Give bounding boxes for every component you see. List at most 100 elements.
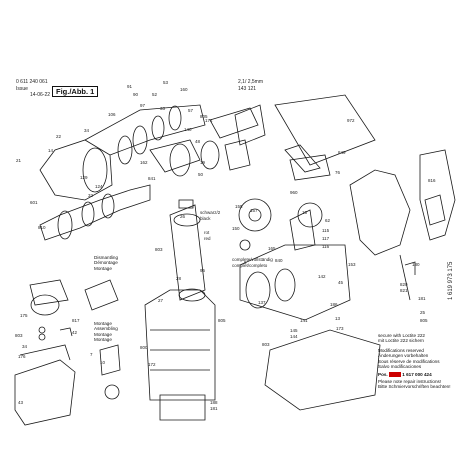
motor-cover-icon [264, 329, 381, 411]
part-820: 820 [400, 282, 408, 287]
part-803: 803 [155, 247, 163, 252]
part-124: 124 [95, 184, 103, 189]
part-97: 97 [140, 103, 146, 108]
part-15: 15 [302, 210, 308, 215]
bearing-icon [149, 139, 201, 173]
label-rot: rot [204, 230, 210, 235]
part-21: 21 [16, 158, 22, 163]
part-90: 90 [133, 92, 139, 97]
part-53: 53 [163, 80, 169, 85]
part-180: 180 [412, 262, 420, 267]
part-849: 849 [338, 150, 346, 155]
motor-housing-icon [144, 289, 216, 401]
part-803c: 803 [262, 342, 270, 347]
part-176: 176 [18, 354, 26, 359]
part-26: 26 [180, 214, 186, 219]
repair-note: Please note repair instructions! Bitte S… [378, 379, 451, 390]
part-28: 28 [176, 276, 182, 281]
part-960: 960 [290, 190, 298, 195]
part-9: 9 [244, 260, 247, 265]
part-62: 62 [325, 218, 331, 223]
spindle-sleeve-icon [84, 104, 206, 156]
part-817: 817 [72, 318, 80, 323]
part-116: 116 [322, 244, 330, 249]
part-821: 821 [400, 288, 408, 293]
part-841: 841 [148, 176, 156, 181]
part-157: 157 [250, 208, 258, 213]
label-complete: complete/vollständig [232, 257, 273, 262]
part-155: 155 [235, 204, 243, 209]
issue-label: Issue [16, 86, 28, 92]
part-142: 142 [318, 274, 326, 279]
part-137: 137 [258, 300, 266, 305]
part-162: 162 [140, 160, 148, 165]
part-160: 160 [180, 87, 188, 92]
red-marker-icon [388, 372, 401, 378]
part-144: 144 [290, 334, 298, 339]
part-805b: 805 [218, 318, 226, 323]
part-171: 171 [205, 118, 213, 123]
part-810: 810 [38, 225, 46, 230]
part-10: 10 [100, 360, 106, 365]
part-7: 7 [90, 352, 93, 357]
shaft-icon [209, 107, 259, 139]
tool-holder-icon [39, 139, 113, 201]
part-172: 172 [148, 362, 156, 367]
part-145: 145 [290, 328, 298, 333]
part-181b: 181 [210, 406, 218, 411]
part-816: 816 [428, 178, 436, 183]
part-141: 141 [300, 318, 308, 323]
part-48: 48 [195, 139, 201, 144]
part-52: 52 [152, 92, 158, 97]
part-601: 601 [30, 200, 38, 205]
part-805: 805 [200, 114, 208, 119]
part-33: 33 [160, 106, 166, 111]
part-115: 115 [322, 228, 330, 233]
part-19: 19 [200, 160, 206, 165]
spec-line-2: 143 121 [238, 86, 257, 92]
label-black: black [200, 216, 211, 221]
part-42: 42 [72, 330, 78, 335]
part-number: 0 611 240 061 [16, 79, 48, 85]
spec-line-1: 2,1/ 2,5mm [238, 79, 264, 85]
part-34: 34 [84, 128, 90, 133]
label-complet: complet/completo [232, 263, 268, 268]
part-117: 117 [322, 236, 330, 241]
part-972: 972 [347, 118, 355, 123]
part-803b: 803 [15, 333, 23, 338]
part-50: 50 [198, 172, 204, 177]
part-800: 800 [140, 345, 148, 350]
part-14: 14 [48, 148, 54, 153]
switch-icon [29, 279, 69, 306]
rear-handle-icon [349, 169, 411, 256]
part-45: 45 [338, 280, 344, 285]
part-76: 76 [335, 170, 341, 175]
part-91: 91 [127, 84, 133, 89]
dismantle-instructions: Dismantling Démontage Montage [94, 255, 118, 271]
figure-label: Fig./Abb. 1 [52, 86, 99, 97]
part-95: 95 [200, 268, 206, 273]
part-140: 140 [184, 127, 192, 132]
pos-note: Pos. 1 617 000 424 [378, 372, 432, 378]
label-red: red [204, 236, 211, 241]
gear-icon [238, 198, 272, 232]
part-129: 129 [80, 175, 88, 180]
loctite-note: secure with Loctite 222 mit Loctite 222 … [378, 333, 425, 344]
part-43: 43 [18, 400, 24, 405]
part-165: 165 [268, 246, 276, 251]
handle-base-icon [14, 359, 76, 426]
label-schwarz: schwarz/2 [200, 210, 221, 215]
part-186: 186 [330, 302, 338, 307]
part-22: 22 [56, 134, 62, 139]
part-150: 150 [232, 226, 240, 231]
part-181: 181 [418, 296, 426, 301]
assemble-instructions: Montage Assembling Montage Montage [94, 321, 118, 343]
part-175: 175 [20, 313, 28, 318]
part-106: 106 [108, 112, 116, 117]
part-27: 27 [158, 298, 164, 303]
part-188: 188 [210, 400, 218, 405]
part-153: 153 [348, 262, 356, 267]
modifications-note: Modifications reserved Änderungen vorbeh… [378, 348, 440, 370]
